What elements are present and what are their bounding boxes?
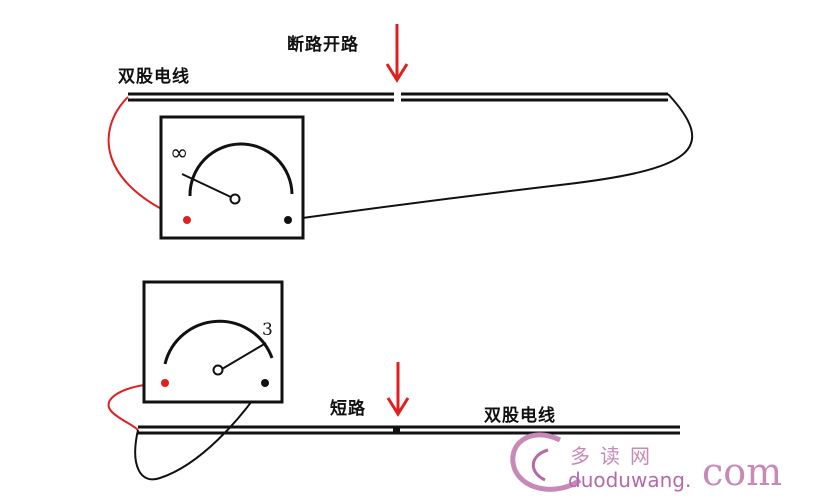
watermark-suffix: com — [702, 450, 783, 494]
top-meter — [159, 115, 305, 240]
bottom-meter — [142, 280, 284, 404]
bottom-red-lead — [107, 382, 166, 431]
label-short-circuit: 短路 — [330, 399, 366, 419]
top-break-arrow-icon — [385, 24, 409, 83]
label-open-circuit: 断路开路 — [287, 35, 359, 55]
top-black-lead — [287, 93, 694, 221]
top-red-probe-terminal — [183, 216, 191, 224]
bottom-short-arrow-icon — [386, 362, 410, 417]
watermark-chinese: 多读网 — [570, 444, 660, 468]
top-black-probe-terminal — [284, 216, 292, 224]
bottom-meter-reading: 3 — [262, 320, 274, 340]
label-bottom-wire: 双股电线 — [484, 406, 556, 426]
top-double-wire — [128, 92, 668, 102]
watermark-domain: duoduwang. — [568, 468, 692, 492]
bottom-double-wire — [138, 425, 680, 435]
bottom-black-probe-terminal — [261, 379, 269, 387]
top-red-lead — [107, 96, 186, 221]
top-meter-reading: ∞ — [170, 141, 190, 166]
bottom-red-probe-terminal — [161, 379, 169, 387]
label-top-wire: 双股电线 — [118, 67, 190, 87]
bottom-black-lead — [134, 383, 265, 481]
watermark-logo-icon — [510, 432, 582, 492]
